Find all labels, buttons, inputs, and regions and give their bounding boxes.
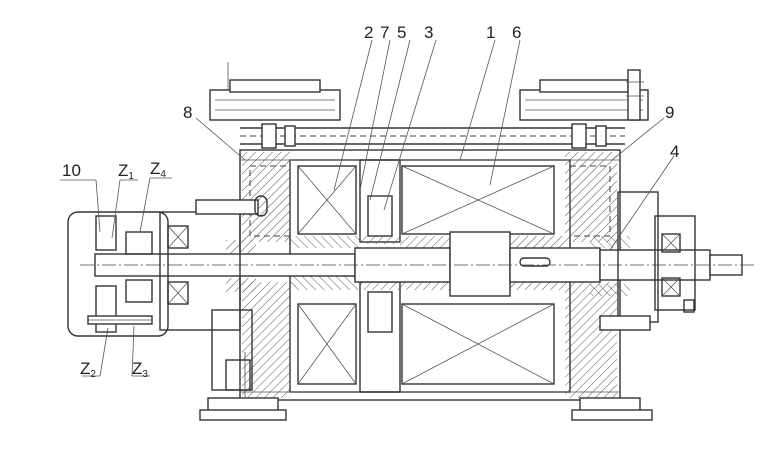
pump-feet — [199, 352, 653, 421]
right-end-cover — [565, 152, 617, 398]
left-bearing-housing — [159, 195, 268, 391]
impeller-right — [401, 165, 555, 385]
part-label-1: 1 — [486, 23, 496, 42]
part-label-10: 10 — [62, 161, 81, 180]
part-label-5: 5 — [397, 23, 407, 42]
part-label-4: 4 — [670, 142, 680, 161]
gear-label-z3: Z3 — [132, 359, 148, 380]
part-label-3: 3 — [424, 23, 434, 42]
part-label-9: 9 — [665, 103, 675, 122]
gear-label-z4: Z4 — [150, 159, 166, 180]
part-label-6: 6 — [512, 23, 522, 42]
part-label-8: 8 — [183, 103, 193, 122]
part-label-2: 2 — [364, 23, 374, 42]
right-top-flange — [519, 69, 649, 121]
part-label-7: 7 — [380, 23, 390, 42]
gear-label-z1: Z1 — [118, 161, 134, 182]
gear-box — [67, 211, 169, 337]
right-bearing-housing — [590, 191, 696, 331]
impeller-left — [297, 165, 357, 385]
leader-lines — [60, 39, 675, 377]
gear-label-z2: Z2 — [80, 359, 96, 380]
tie-rod — [240, 123, 625, 149]
left-top-flange — [209, 62, 341, 121]
